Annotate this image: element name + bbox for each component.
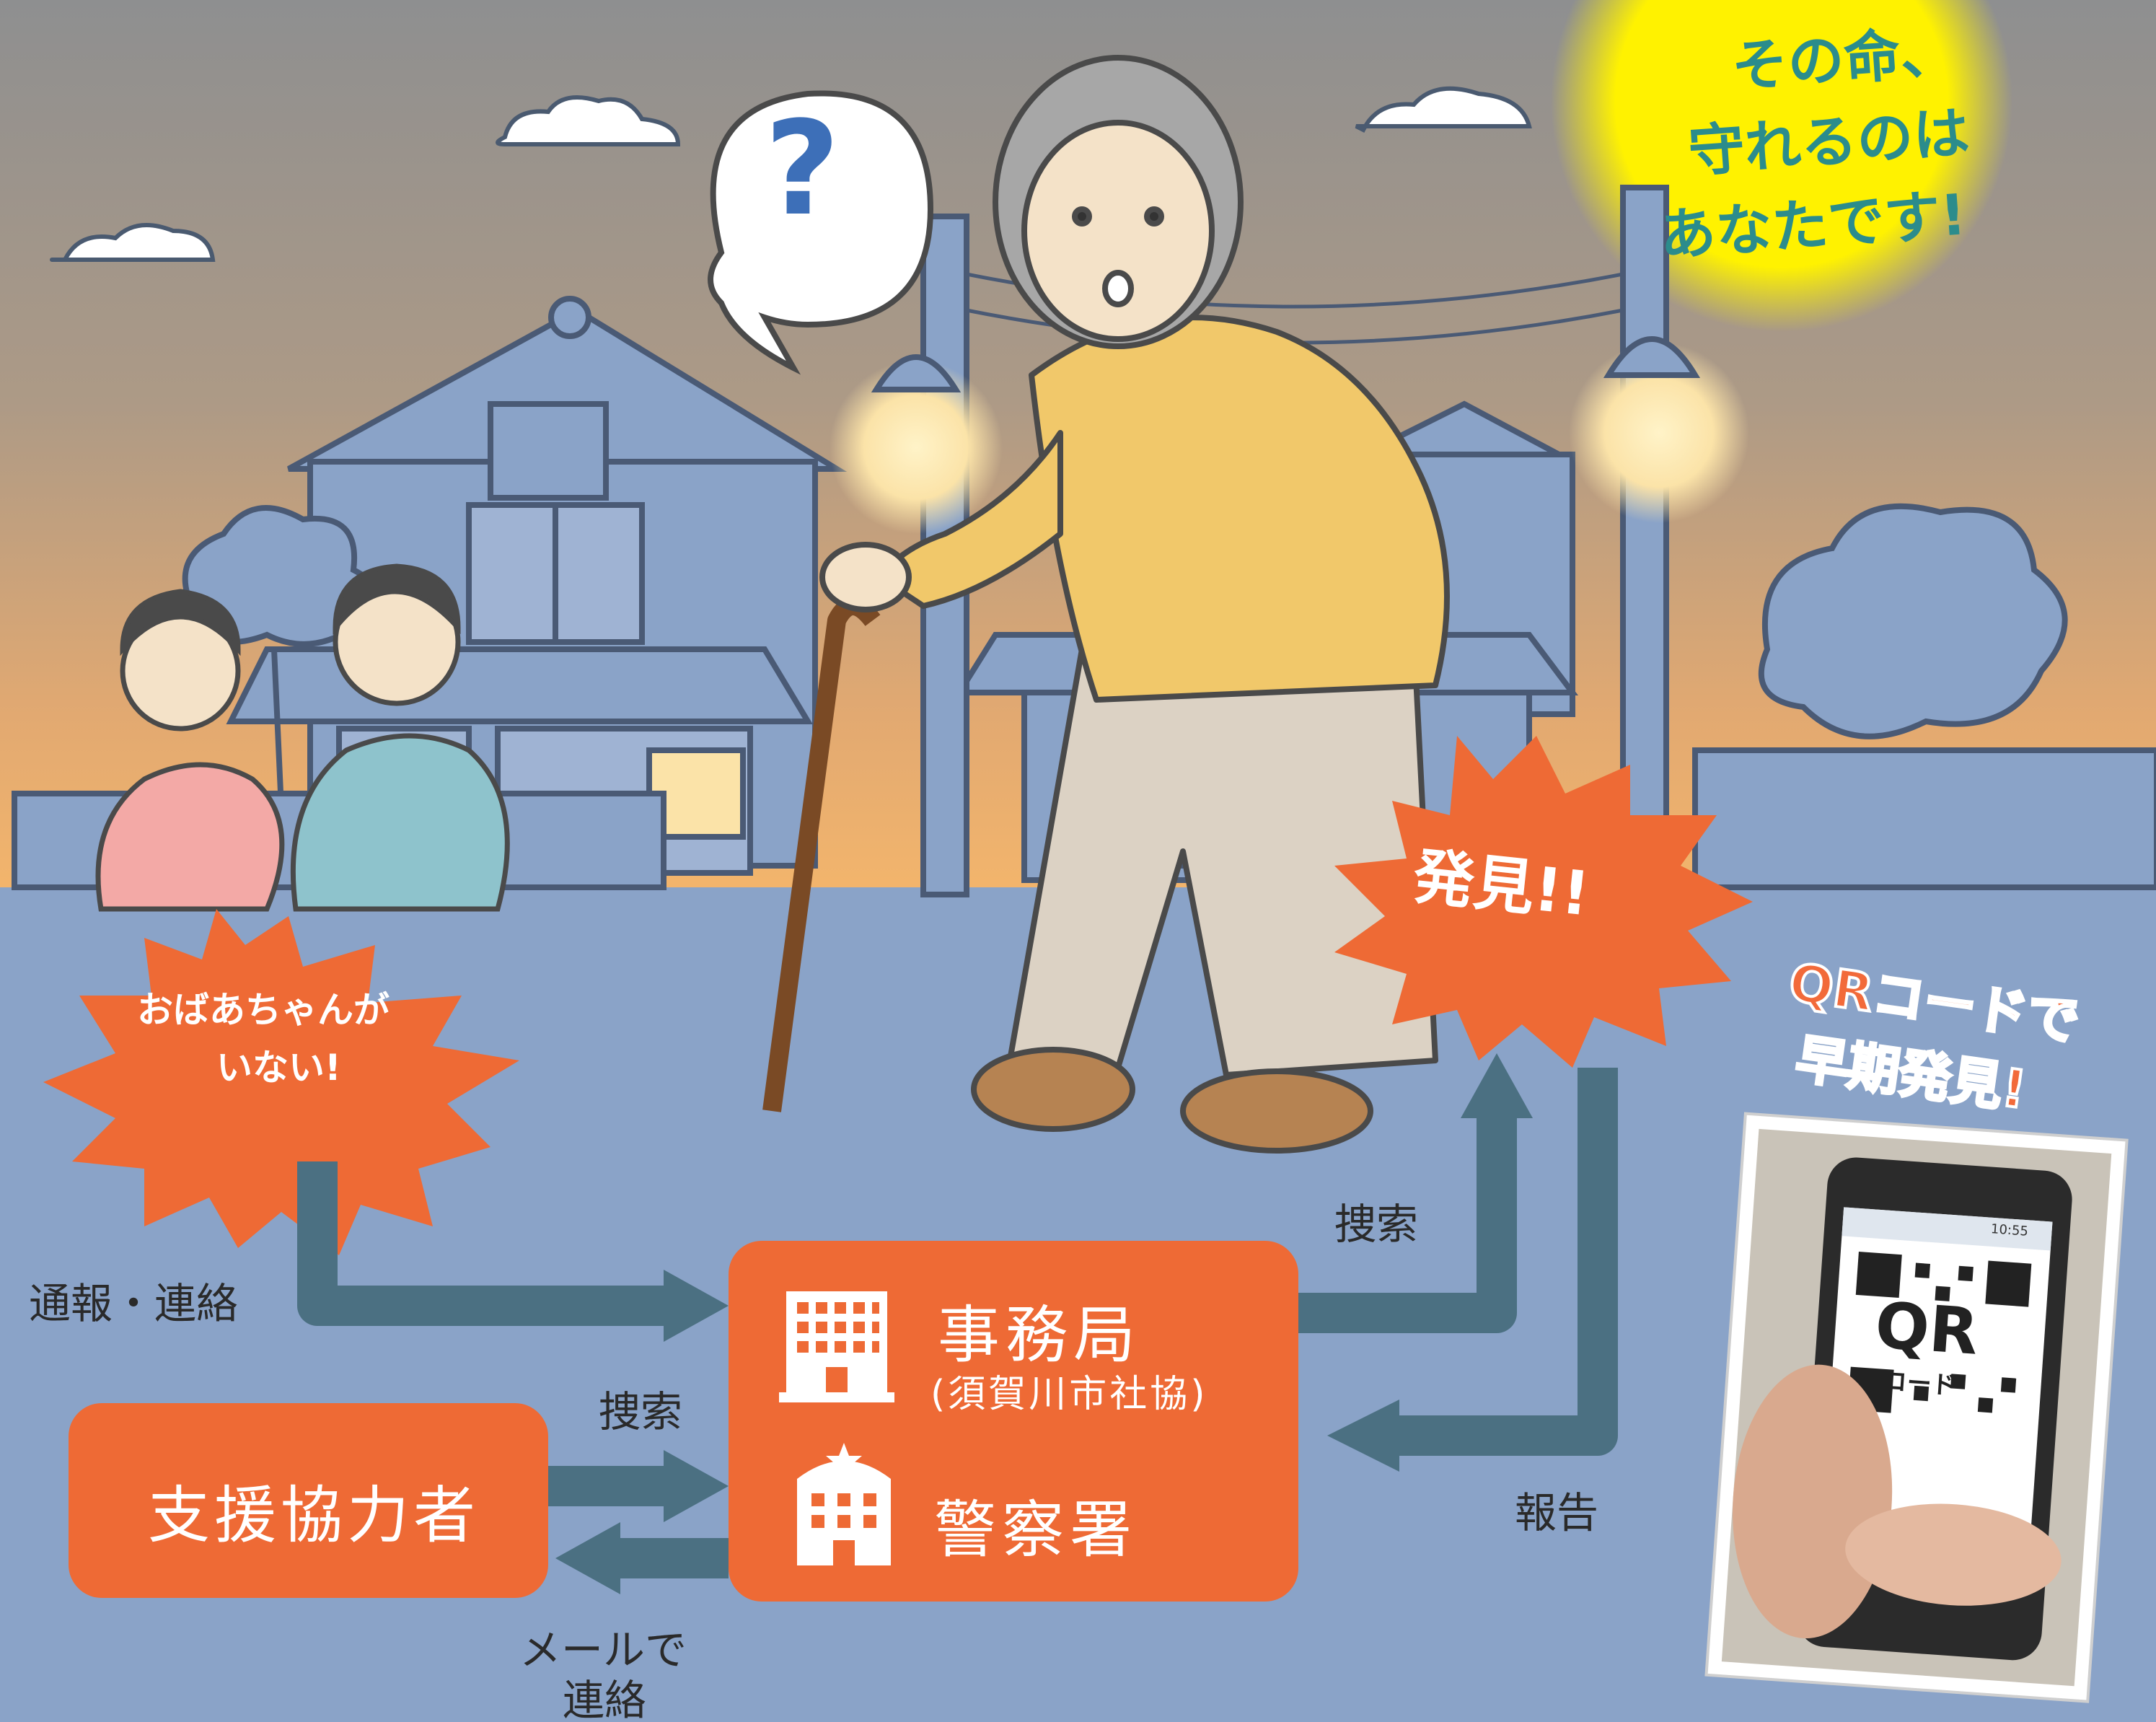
question-mark: ? [765, 94, 840, 245]
label-report-contact: 通報・連絡 [29, 1279, 239, 1328]
grandma-figure [762, 55, 1450, 1154]
arrow-heads [555, 1053, 1533, 1594]
supporters-label: 支援協力者 [148, 1480, 480, 1552]
qr-code-text: QR [1873, 1288, 1981, 1369]
burst-missing-line-1: おばあちゃんが [137, 989, 390, 1031]
qr-code-subtext: コード [1881, 1366, 1958, 1401]
label-mail-line-2: 連絡 [563, 1676, 647, 1722]
tree-left [182, 505, 378, 809]
burst-found-label: 発見!! [1409, 840, 1593, 930]
police-station-label: 警察署 [934, 1494, 1138, 1566]
qr-photo [1704, 1112, 2129, 1703]
label-search-top: 捜索 [1334, 1200, 1419, 1249]
tree-right [1758, 503, 2068, 739]
family-figures [95, 563, 510, 912]
office-building-icon [779, 1291, 894, 1402]
slogan-line-1: その命、 [1729, 19, 1959, 100]
burst-missing-line-2: いない! [216, 1047, 341, 1089]
supporters-box: 支援協力者 [69, 1403, 548, 1598]
label-mail-line-1: メールで [519, 1625, 687, 1674]
office-name: 事務局 [938, 1299, 1141, 1371]
police-station-icon [797, 1443, 891, 1565]
office-subname: (須賀川市社協) [930, 1373, 1208, 1416]
lamp-glow-right [1569, 343, 1749, 523]
label-search-left: 捜索 [599, 1387, 683, 1436]
fence [1692, 747, 2156, 890]
flow-arrows [297, 1068, 1618, 1578]
phone-status-time: 10:55 [1990, 1221, 2029, 1239]
street-lamps [871, 336, 1701, 392]
burst-missing-shape [43, 909, 519, 1255]
clouds [50, 86, 1532, 262]
label-report: 報告 [1515, 1488, 1599, 1537]
burst-found-shape [1334, 736, 1753, 1068]
lamp-glow-left [830, 361, 1003, 534]
office-box: 事務局 (須賀川市社協) 警察署 [729, 1241, 1298, 1602]
speech-bubble [708, 90, 934, 375]
